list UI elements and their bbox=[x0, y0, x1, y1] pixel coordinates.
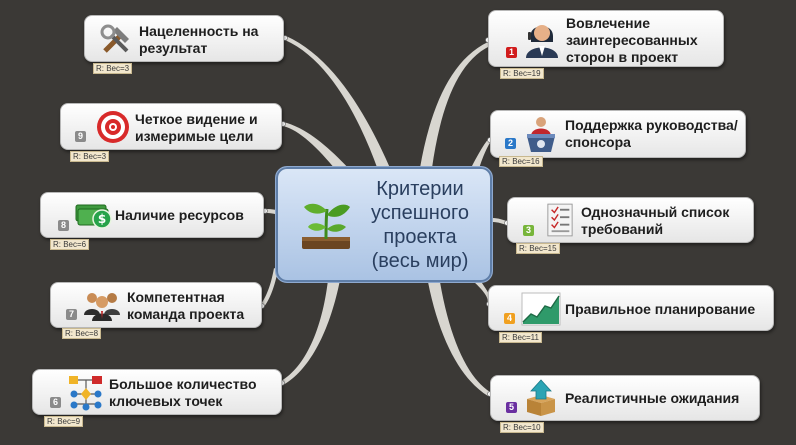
topic-competent-team[interactable]: 7 Компетентная команда проекта bbox=[50, 282, 262, 328]
target-icon bbox=[97, 111, 129, 143]
topic-label: Компетентная команда проекта bbox=[127, 289, 245, 322]
weight-badge: R: Вес=19 bbox=[500, 68, 544, 79]
consultant-person-icon bbox=[526, 25, 558, 58]
priority-number-badge: 4 bbox=[504, 313, 515, 324]
topic-resources[interactable]: 8 $ Наличие ресурсов bbox=[40, 192, 264, 238]
topic-label: Большое количество ключевых точек bbox=[109, 376, 257, 409]
central-topic[interactable]: Критерии успешного проекта (весь мир) bbox=[275, 166, 493, 283]
weight-badge: R: Вес=10 bbox=[500, 422, 544, 433]
weight-badge: R: Вес=8 bbox=[62, 328, 102, 339]
topic-stakeholder-engagement[interactable]: 1 Вовлечение заинтересованных сторон в п… bbox=[488, 10, 724, 67]
priority-number-badge: 9 bbox=[75, 131, 86, 142]
weight-badge: R: Вес=16 bbox=[499, 156, 543, 167]
priority-number-badge: 3 bbox=[523, 225, 534, 236]
topic-requirements-list[interactable]: 3 Однозначный список требований bbox=[507, 197, 754, 243]
weight-badge: R: Вес=3 bbox=[93, 63, 133, 74]
topic-label: Вовлечение заинтересованных сторон в про… bbox=[566, 15, 698, 65]
weight-badge: R: Вес=11 bbox=[499, 332, 542, 343]
speaker-podium-icon bbox=[527, 117, 555, 152]
topic-realistic-expectations[interactable]: 5 Реалистичные ожидания bbox=[490, 375, 760, 421]
topic-label: Реалистичные ожидания bbox=[565, 390, 740, 406]
central-title: Критерии успешного проекта (весь мир) bbox=[371, 178, 469, 272]
flowchart-icon bbox=[69, 376, 102, 411]
growth-chart-icon bbox=[521, 292, 561, 326]
priority-number-badge: 8 bbox=[58, 220, 69, 231]
topic-sponsor-support[interactable]: 2 Поддержка руководства/ спонсора bbox=[490, 110, 746, 158]
topic-label: Нацеленность на результат bbox=[139, 23, 259, 56]
weight-badge: R: Вес=6 bbox=[50, 239, 90, 250]
topic-milestones[interactable]: 6 Большое количество ключевых точек bbox=[32, 369, 282, 415]
topic-result-focus[interactable]: Нацеленность на результат bbox=[84, 15, 284, 62]
topic-planning[interactable]: 4 Правильное планирование bbox=[488, 285, 774, 331]
topic-label: Четкое видение и измеримые цели bbox=[135, 111, 258, 144]
topic-clear-vision[interactable]: 9 Четкое видение и измеримые цели bbox=[60, 103, 282, 150]
svg-text:$: $ bbox=[98, 212, 106, 226]
box-arrow-up-icon bbox=[527, 379, 555, 416]
team-people-icon bbox=[84, 293, 120, 321]
plant-sprout-icon bbox=[302, 203, 350, 249]
topic-label: Поддержка руководства/ спонсора bbox=[565, 117, 738, 150]
priority-number-badge: 7 bbox=[66, 309, 77, 320]
money-icon: $ bbox=[75, 204, 112, 229]
priority-number-badge: 2 bbox=[505, 138, 516, 149]
priority-number-badge: 1 bbox=[506, 47, 517, 58]
priority-number-badge: 6 bbox=[50, 397, 61, 408]
topic-label: Правильное планирование bbox=[565, 301, 756, 317]
weight-badge: R: Вес=3 bbox=[70, 151, 110, 162]
priority-number-badge: 5 bbox=[506, 402, 517, 413]
topic-label: Однозначный список требований bbox=[581, 204, 730, 237]
topic-label: Наличие ресурсов bbox=[115, 207, 244, 223]
tools-icon bbox=[100, 24, 129, 53]
weight-badge: R: Вес=15 bbox=[516, 243, 560, 254]
checklist-icon bbox=[547, 203, 573, 237]
weight-badge: R: Вес=9 bbox=[44, 416, 84, 427]
